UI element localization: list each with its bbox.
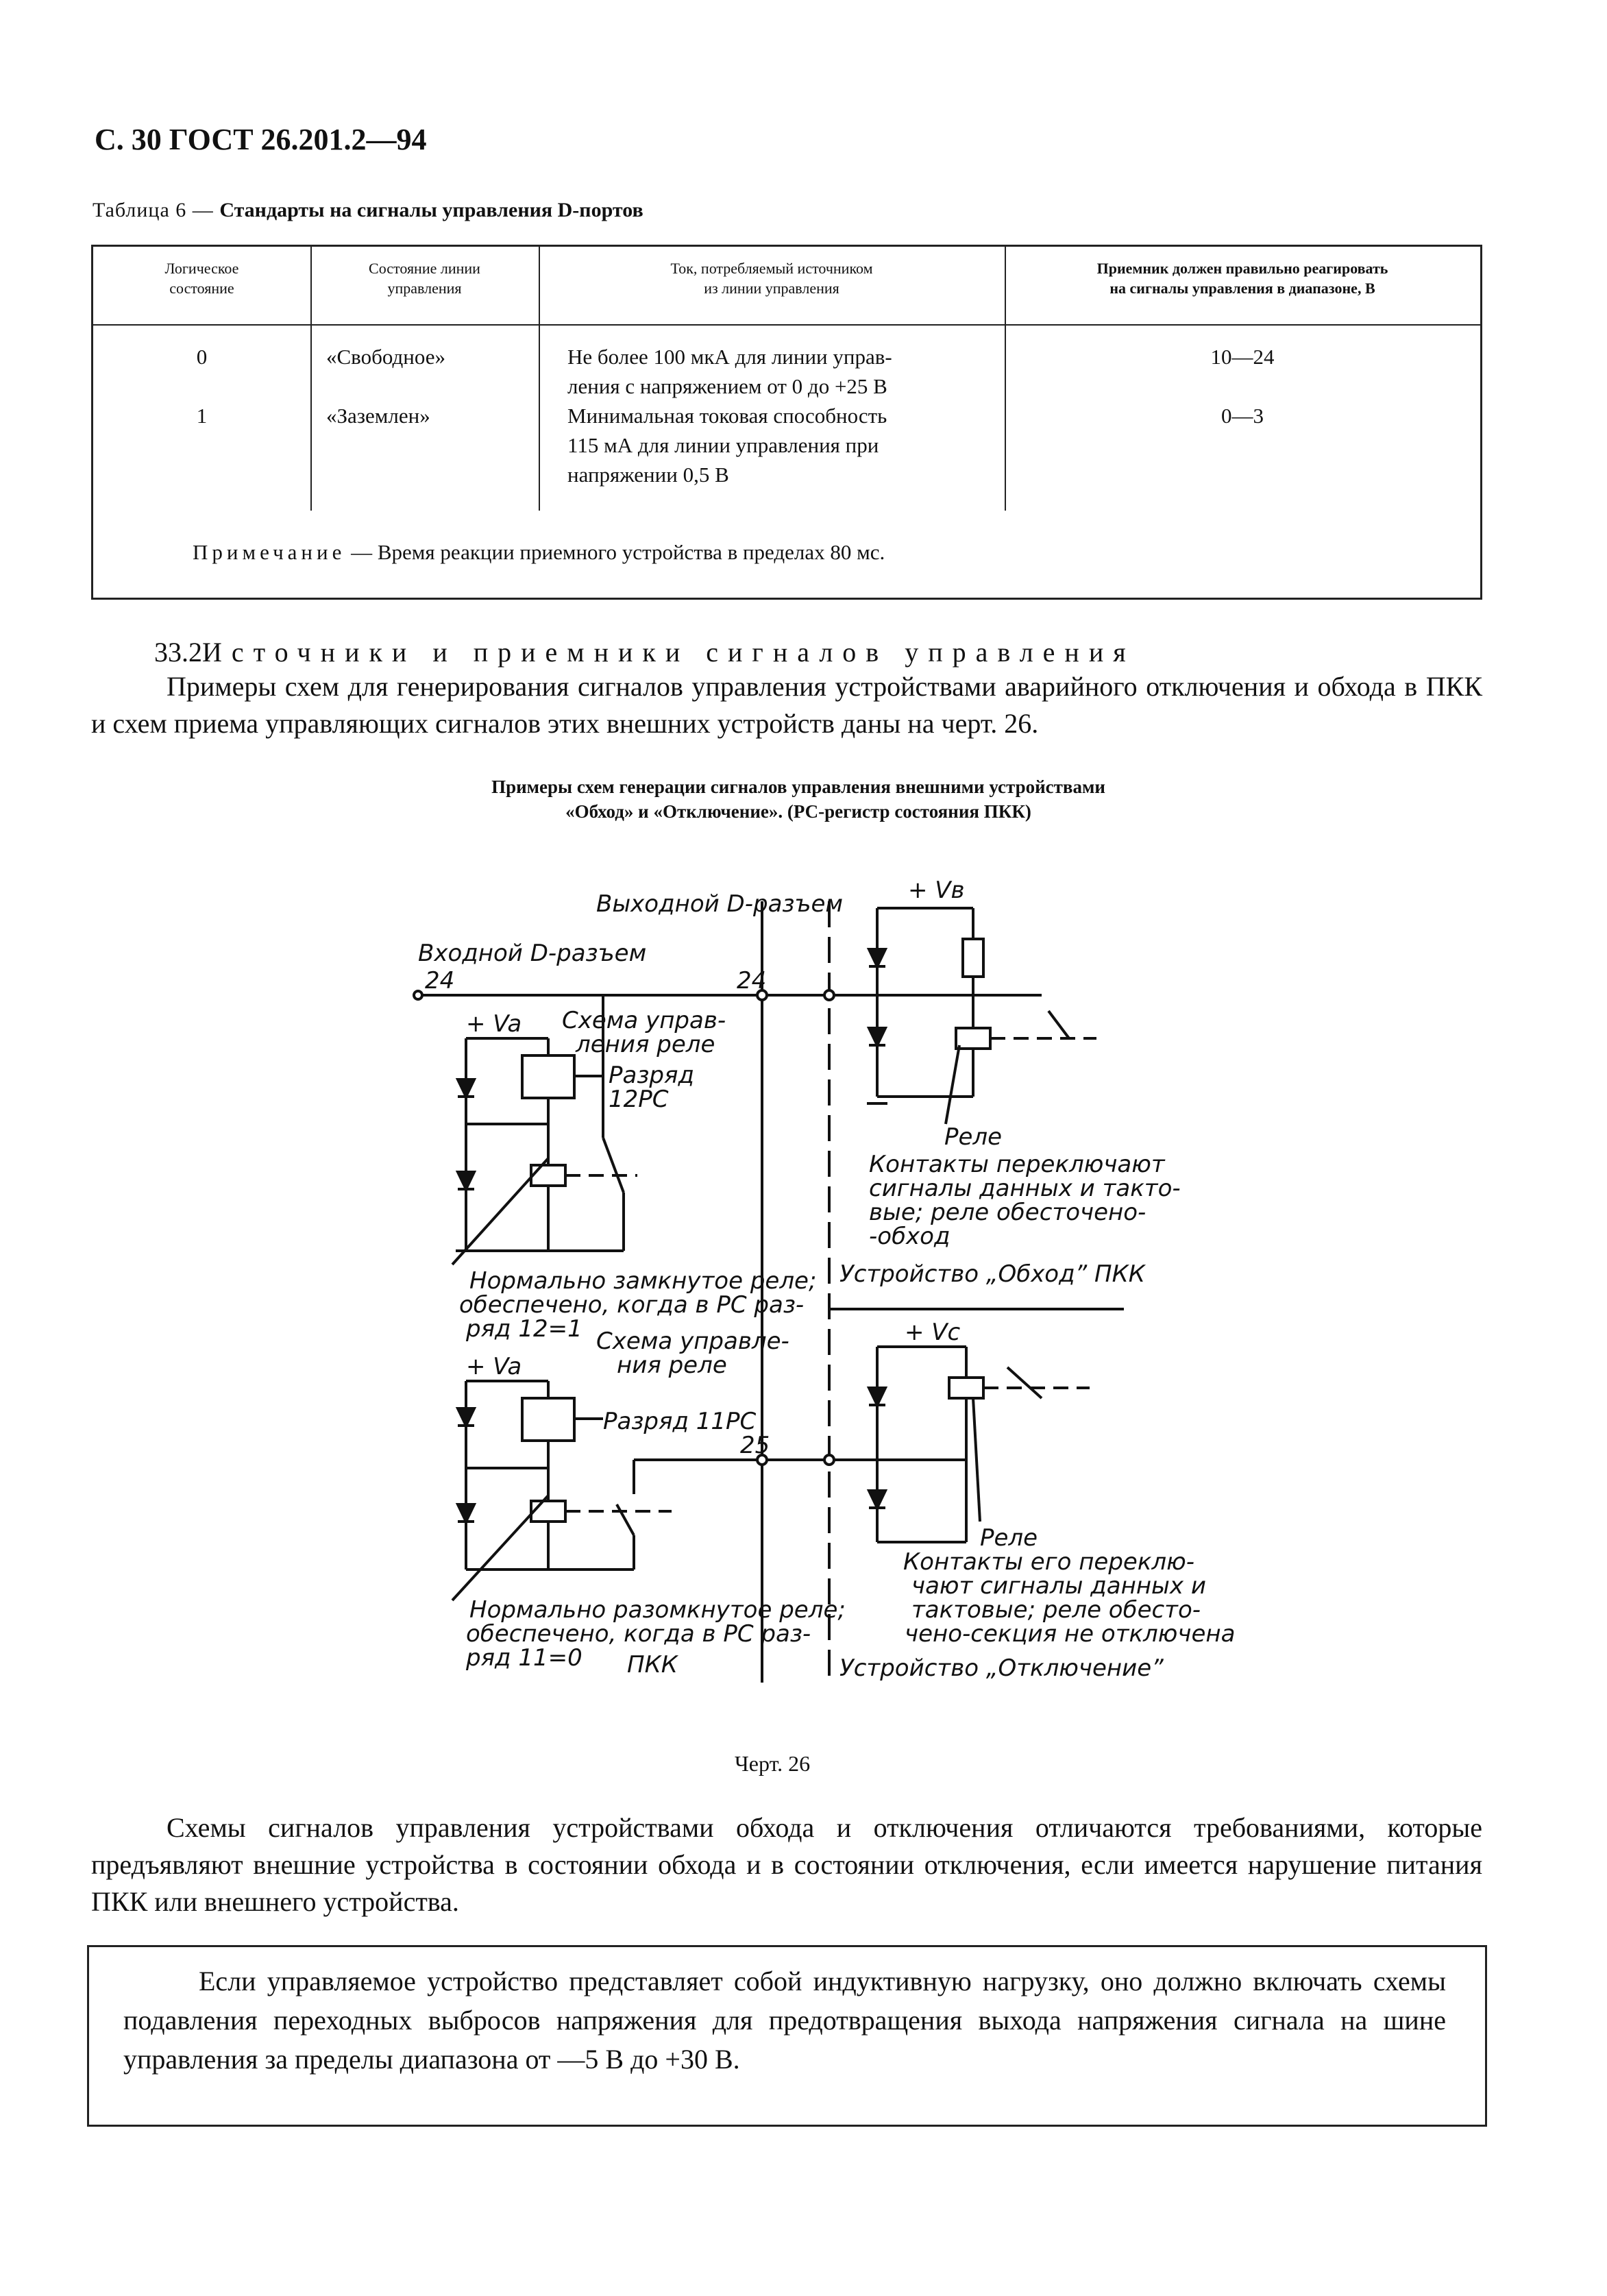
vb-label: + Vв [908, 877, 965, 904]
standards-table: Логическое состояние Состояние линии упр… [91, 245, 1482, 600]
table-caption: Таблица 6 — Стандарты на сигналы управле… [93, 199, 643, 222]
bypass-contacts-line1: Контакты переключают [869, 1151, 1166, 1178]
column-divider [1005, 247, 1006, 511]
pin25-label: 25 [740, 1432, 770, 1459]
row1-logic: 1 [196, 404, 208, 428]
boxed-note-text: Если управляемое устройство представляет… [123, 1966, 1446, 2075]
row0-state: «Свободное» [326, 345, 445, 369]
row1-state: «Заземлен» [326, 404, 430, 428]
bypass-contacts-line3: вые; реле обесточено- [869, 1199, 1146, 1226]
boxed-note: Если управляемое устройство представляет… [87, 1945, 1487, 2127]
bypass-device-circuit [866, 907, 1096, 1125]
boxed-note-text-block: Если управляемое устройство представляет… [123, 1962, 1446, 2079]
relay-bottom-label: Реле [980, 1524, 1038, 1552]
header-receiver-range: Приемник должен правильно реагировать на… [1096, 260, 1388, 297]
table-note-label: Примечание [193, 540, 346, 564]
row1-range: 0—3 [1221, 404, 1264, 428]
header-line-state: Состояние линии управления [369, 260, 480, 297]
row1-current: Минимальная токовая способность 115 мА д… [567, 404, 887, 487]
disconnect-contacts-line4: чено-секция не отключена [905, 1620, 1235, 1648]
row0-current: Не более 100 мкА для линии управ- ления … [567, 345, 892, 398]
bit12-label-line2: 12РС [609, 1086, 669, 1113]
figure-title-line2: «Обход» и «Отключение». (РС-регистр сост… [565, 801, 1031, 822]
table-caption-prefix: Таблица 6 — [93, 199, 220, 221]
column-divider [310, 247, 312, 511]
pin24-node [823, 989, 835, 1001]
page-header: С. 30 ГОСТ 26.201.2—94 [95, 123, 427, 156]
header-divider [93, 324, 1480, 326]
table-caption-title: Стандарты на сигналы управления D-портов [219, 199, 643, 221]
output-connector-label: Выходной D-разъем [596, 890, 843, 918]
circuit-diagram: Выходной D-разъем Входной D-разъем 24 24… [413, 877, 1235, 1683]
disconnect-contacts-line3: тактовые; реле обесто- [911, 1596, 1201, 1624]
header-current: Ток, потребляемый источником из линии уп… [670, 260, 873, 297]
disconnect-contacts-line2: чают сигналы данных и [911, 1572, 1206, 1600]
column-divider [539, 247, 540, 511]
nc-relay-line1: Нормально замкнутое реле; [469, 1267, 816, 1295]
pin24-terminal [413, 990, 424, 1001]
section-heading: 33.2Источники и приемники сигналов управ… [154, 636, 1136, 668]
vc-label: + Vc [905, 1319, 961, 1346]
nc-relay-line2: обеспечено, когда в РС раз- [459, 1291, 804, 1319]
pin25-node [823, 1454, 835, 1466]
relay-top-label: Реле [944, 1123, 1002, 1151]
pin24-in-label: 24 [425, 967, 454, 994]
intro-paragraph: Примеры схем для генерирования сигналов … [91, 668, 1482, 742]
figure-title-line1: Примеры схем генерации сигналов управлен… [491, 777, 1105, 797]
bit12-control-circuit [451, 995, 637, 1266]
row0-range: 10—24 [1210, 345, 1275, 369]
control-circuit-2-line1: Схема управле- [596, 1328, 789, 1355]
va-bottom-label: + Va [466, 1353, 522, 1380]
bypass-contacts-line4: -обход [869, 1223, 950, 1250]
figure-title: Примеры схем генерации сигналов управлен… [274, 774, 1323, 825]
nc-relay-line3: ряд 12=1 [465, 1315, 582, 1343]
control-circuit-1-line1: Схема управ- [562, 1007, 726, 1034]
va-top-label: + Va [466, 1010, 522, 1038]
control-circuit-1-line2: ления реле [575, 1031, 715, 1058]
disconnect-device-label: Устройство „Отключение” [839, 1654, 1164, 1682]
body-paragraph-text: Схемы сигналов управления устройствами о… [91, 1812, 1482, 1917]
disconnect-contacts-line1: Контакты его переклю- [903, 1548, 1194, 1576]
figure-caption: Черт. 26 [735, 1751, 811, 1776]
section-number: 33.2 [154, 637, 202, 668]
no-relay-line3: ряд 11=0 [465, 1644, 582, 1672]
pin25-node [756, 1454, 768, 1466]
body-paragraph: Схемы сигналов управления устройствами о… [91, 1809, 1482, 1920]
input-connector-label: Входной D-разъем [418, 940, 646, 967]
row0-logic: 0 [196, 345, 208, 369]
bypass-contacts-line2: сигналы данных и такто- [869, 1175, 1181, 1202]
pin24-node [756, 989, 768, 1001]
bypass-device-label: Устройство „Обход” ПКК [839, 1260, 1146, 1288]
header-logic-state: Логическое состояние [164, 260, 239, 297]
table-note: Примечание — Время реакции приемного уст… [193, 540, 885, 565]
intro-text: Примеры схем для генерирования сигналов … [91, 671, 1482, 739]
pkk-label: ПКК [627, 1651, 679, 1678]
bit11-label: Разряд 11РС [603, 1408, 757, 1435]
no-relay-line2: обеспечено, когда в РС раз- [466, 1620, 811, 1648]
pin24-out-label: 24 [737, 967, 766, 994]
bit11-control-circuit [451, 1380, 672, 1602]
table-note-text: — Время реакции приемного устройства в п… [345, 540, 885, 564]
no-relay-line1: Нормально разомкнутое реле; [469, 1596, 846, 1624]
bit12-label-line1: Разряд [609, 1062, 694, 1089]
control-circuit-2-line2: ния реле [617, 1352, 727, 1379]
disconnect-device-circuit [866, 1345, 1090, 1543]
section-title: Источники и приемники сигналов управлени… [202, 637, 1136, 668]
